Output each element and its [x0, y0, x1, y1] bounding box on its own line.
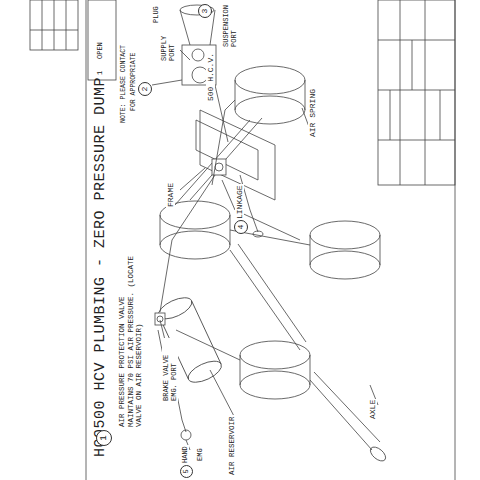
callout-number: 4	[234, 220, 248, 234]
part-label: 1	[96, 70, 104, 76]
air-spring	[235, 66, 305, 124]
part-label: AXLE	[368, 399, 377, 420]
callout-number: 3	[198, 4, 212, 18]
part-label: PLUG	[152, 5, 160, 24]
part-label: EMG	[196, 447, 204, 462]
part-label: AIR RESERVOIR	[228, 415, 237, 476]
part-label: FRAME	[166, 182, 175, 208]
part-label: FOR APPROPRIATE	[130, 51, 137, 112]
part-label: AIR PRESSURE PROTECTION VALVE MAINTAINS …	[118, 251, 144, 428]
part-label: LINKAGE	[235, 184, 244, 220]
part-label: AIR SPRING	[308, 88, 317, 138]
callout-number: 1	[96, 430, 112, 446]
callout-number: 2	[138, 82, 152, 96]
drawing-title: H00500 HCV PLUMBING - ZERO PRESSURE DUMP	[92, 76, 109, 458]
part-label: 500 H.C.V.	[206, 52, 215, 102]
part-label: OPEN	[96, 41, 104, 60]
part-label: BRAKE VALVE EMG. PORT	[162, 338, 178, 402]
callout-number: 5	[180, 465, 193, 478]
part-label: HAND	[181, 445, 189, 464]
part-label: SUPPLY PORT	[160, 24, 176, 62]
part-label: NOTE: PLEASE CONTACT	[120, 44, 127, 124]
part-label: SUSPENSION PORT	[222, 0, 238, 48]
